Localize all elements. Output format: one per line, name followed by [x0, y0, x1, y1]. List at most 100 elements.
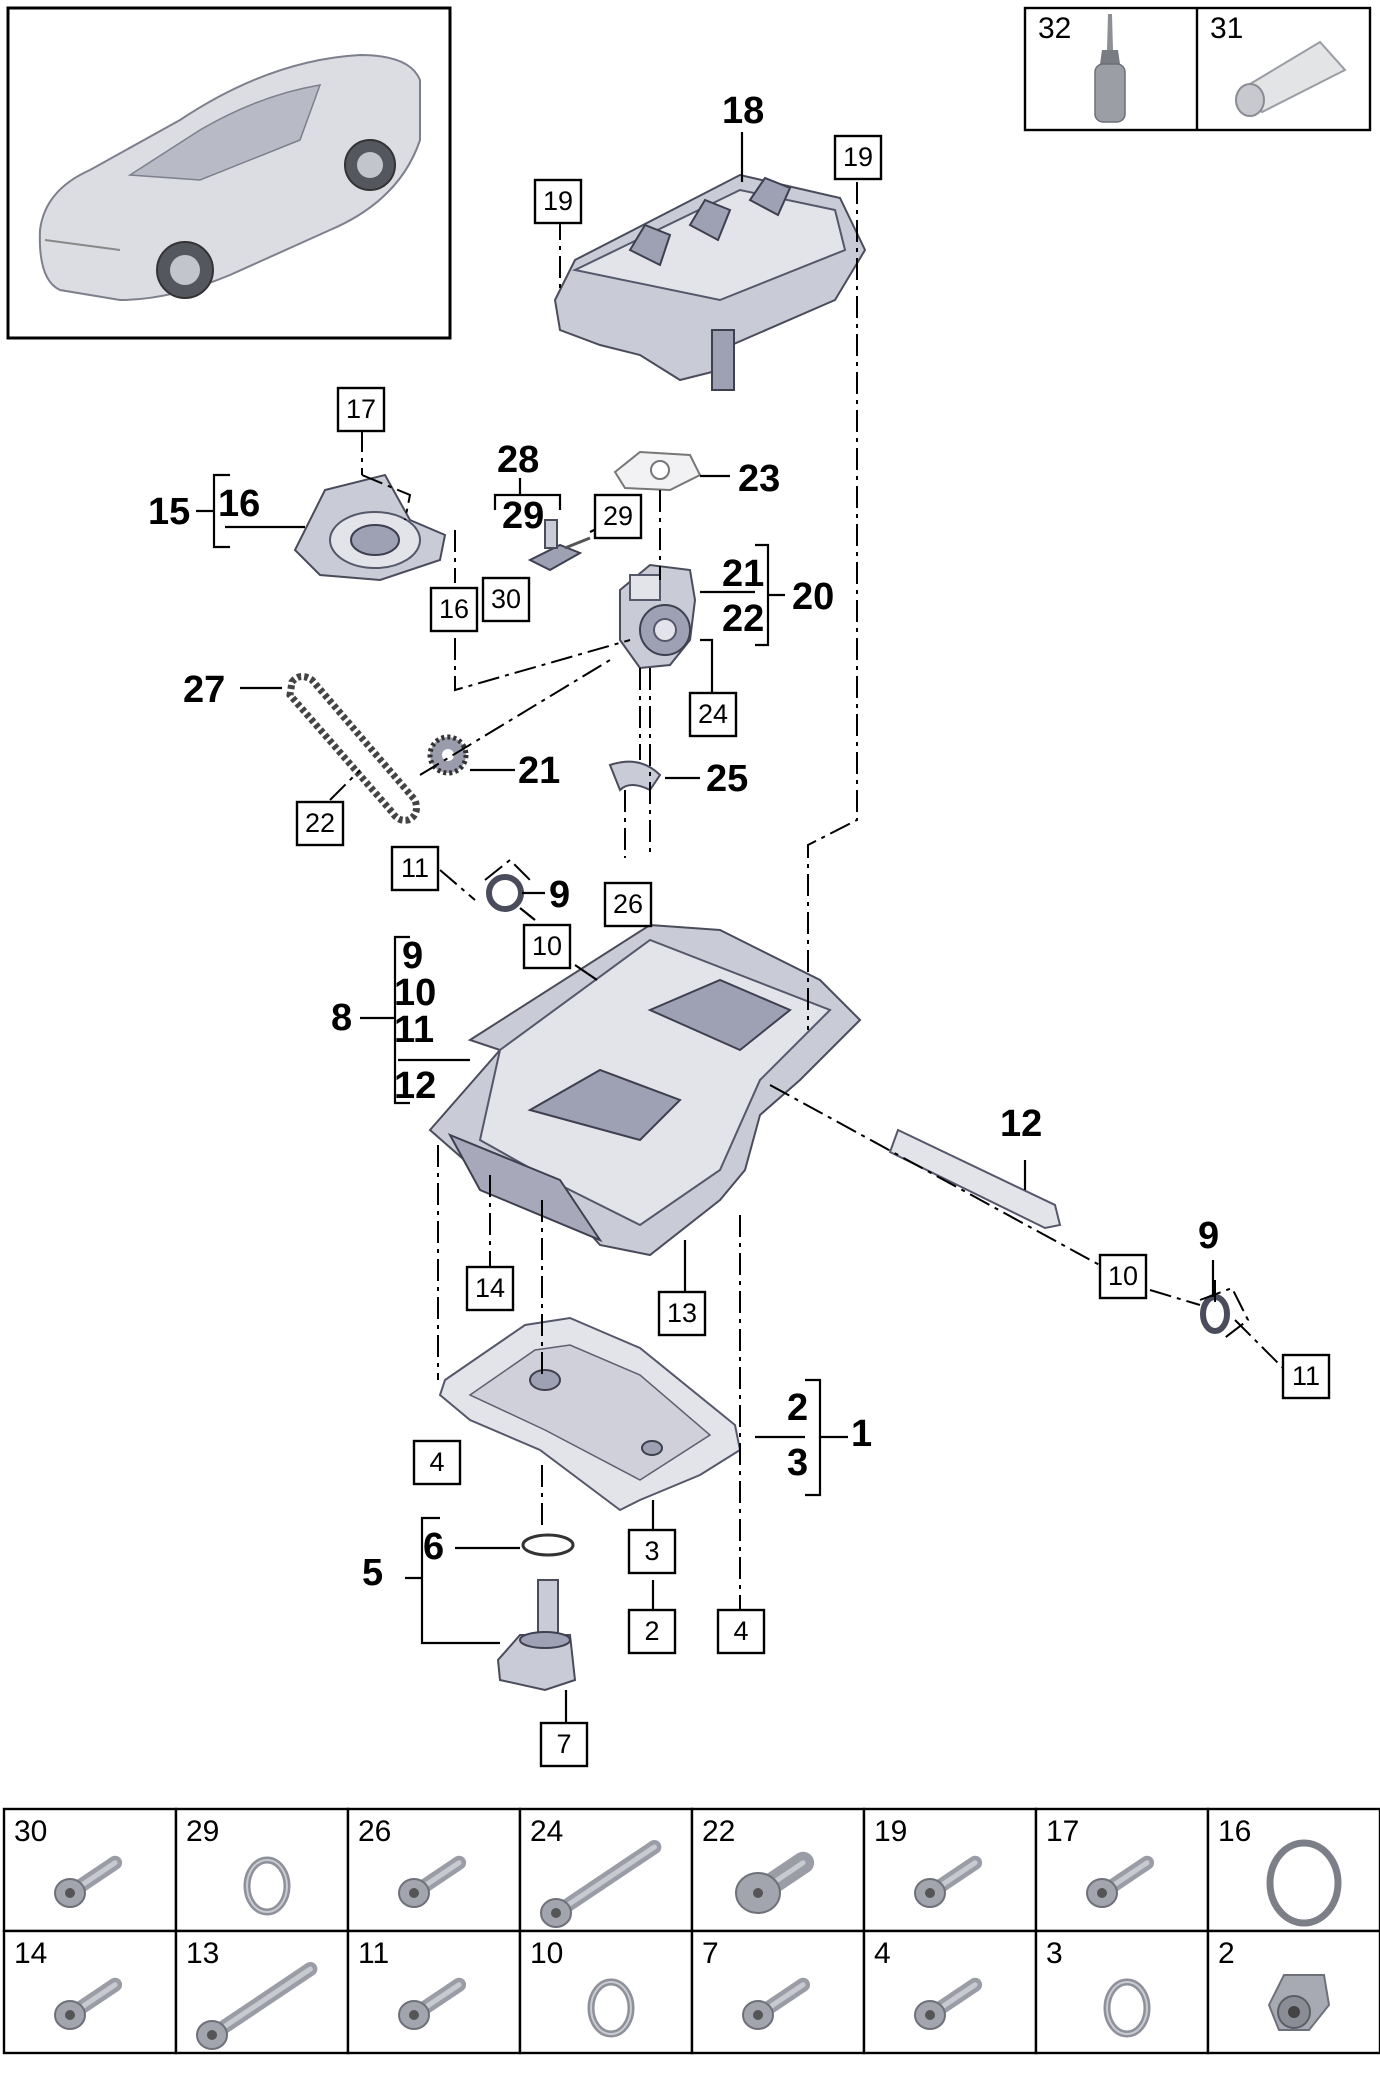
drain-plug-icon [1267, 1974, 1331, 2031]
callout-box-11a [390, 845, 440, 892]
callout-box-17 [336, 386, 386, 433]
fastener-number: 16 [1218, 1815, 1251, 1848]
grease-tube-icon [1235, 40, 1347, 117]
callout-box-4a [412, 1439, 462, 1486]
sensor-part [527, 519, 591, 572]
fastener-cell: 14 [2, 1929, 178, 2055]
fastener-cell: 3 [1034, 1929, 1210, 2055]
callout-1: 1 [851, 1413, 872, 1455]
callout-box-22b [295, 800, 345, 847]
callout-8: 8 [331, 997, 352, 1039]
callout-27: 27 [183, 669, 225, 711]
callout-box-10a [522, 923, 572, 970]
fastener-number: 3 [1046, 1937, 1063, 1970]
legend-item-31-label: 31 [1210, 12, 1243, 45]
fastener-cell: 24 [518, 1807, 694, 1933]
callout-16a: 16 [218, 483, 260, 525]
callout-box-4b [716, 1608, 766, 1655]
callout-22a: 22 [722, 598, 764, 640]
callout-2b: 2 [644, 1616, 659, 1646]
callout-29a: 29 [502, 495, 544, 537]
bolt-icon [54, 1855, 123, 1908]
callout-10b: 10 [394, 972, 436, 1014]
callout-box-29b [593, 493, 643, 540]
fastener-cell: 29 [174, 1807, 350, 1933]
callout-22b: 22 [305, 808, 335, 838]
callout-7: 7 [556, 1729, 571, 1759]
callout-29b: 29 [603, 501, 633, 531]
callout-12b: 12 [1000, 1103, 1042, 1145]
callout-18: 18 [722, 90, 764, 132]
cover-plate [293, 473, 447, 582]
callout-14: 14 [475, 1273, 505, 1303]
gasket [613, 450, 702, 492]
bolt-icon [54, 1977, 123, 2030]
bolt-icon [398, 1977, 467, 2030]
fastener-number: 17 [1046, 1815, 1079, 1848]
callout-28: 28 [497, 439, 539, 481]
callout-box-24 [688, 691, 738, 738]
fastener-cell: 2 [1206, 1929, 1380, 2055]
callout-10c: 10 [1108, 1261, 1138, 1291]
callout-13: 13 [667, 1298, 697, 1328]
fastener-cell: 7 [690, 1929, 866, 2055]
seal-ring-icon [1103, 1978, 1151, 2038]
fastener-cell: 16 [1206, 1807, 1380, 1933]
oil-suction-pipe [496, 1579, 577, 1692]
callout-23: 23 [738, 458, 780, 500]
bolt-icon [1086, 1855, 1155, 1908]
shield-part [608, 760, 662, 792]
callout-19a: 19 [543, 186, 573, 216]
fastener-number: 2 [1218, 1937, 1235, 1970]
oil-pan-lower [438, 1316, 742, 1512]
callout-box-13 [657, 1290, 707, 1337]
bolt-icon [914, 1977, 983, 2030]
o-ring-icon [1266, 1839, 1342, 1927]
fastener-number: 13 [186, 1937, 219, 1970]
seal-ring-icon [587, 1978, 635, 2038]
vehicle-thumbnail [6, 6, 452, 340]
fastener-cell: 19 [862, 1807, 1038, 1933]
o-ring [521, 1533, 575, 1557]
callout-20: 20 [792, 576, 834, 618]
bolt-icon [742, 1977, 811, 2030]
callout-16b: 16 [439, 594, 469, 624]
shoulder-bolt-icon [735, 1851, 815, 1914]
fastener-number: 26 [358, 1815, 391, 1848]
callout-box-2b [627, 1608, 677, 1655]
callout-12a: 12 [394, 1065, 436, 1107]
callout-3a: 3 [787, 1442, 808, 1484]
long-bolt-icon [540, 1840, 662, 1928]
seal-ring-icon [243, 1856, 291, 1916]
fastener-number: 14 [14, 1937, 47, 1970]
callout-26: 26 [613, 889, 643, 919]
callout-9c: 9 [1198, 1215, 1219, 1257]
callout-5: 5 [362, 1552, 383, 1594]
bolt-icon [398, 1855, 467, 1908]
callout-9a: 9 [549, 874, 570, 916]
callout-box-7 [539, 1721, 589, 1768]
callouts: 18 19 19 17 28 23 15 16 29 29 21 20 22 3… [148, 90, 1331, 1768]
fastener-number: 24 [530, 1815, 563, 1848]
oil-dipstick-tube [888, 1128, 1062, 1230]
callout-4a: 4 [429, 1447, 444, 1477]
fastener-number: 19 [874, 1815, 907, 1848]
fastener-cell: 10 [518, 1929, 694, 2055]
fastener-number: 30 [14, 1815, 47, 1848]
fastener-number: 10 [530, 1937, 563, 1970]
callout-box-19a [533, 178, 583, 225]
callout-3b: 3 [644, 1536, 659, 1566]
callout-17: 17 [346, 394, 376, 424]
fastener-cell: 11 [346, 1929, 522, 2055]
callout-21b: 21 [518, 750, 560, 792]
callout-25: 25 [706, 758, 748, 800]
fastener-cell: 30 [2, 1807, 178, 1933]
sealant-bottle-icon [1094, 14, 1126, 123]
callout-box-3b [627, 1528, 677, 1575]
fastener-number: 7 [702, 1937, 719, 1970]
fastener-number: 22 [702, 1815, 735, 1848]
sprocket [427, 734, 469, 776]
fastener-cell: 13 [174, 1929, 350, 2055]
seal-ring-left [486, 874, 524, 912]
